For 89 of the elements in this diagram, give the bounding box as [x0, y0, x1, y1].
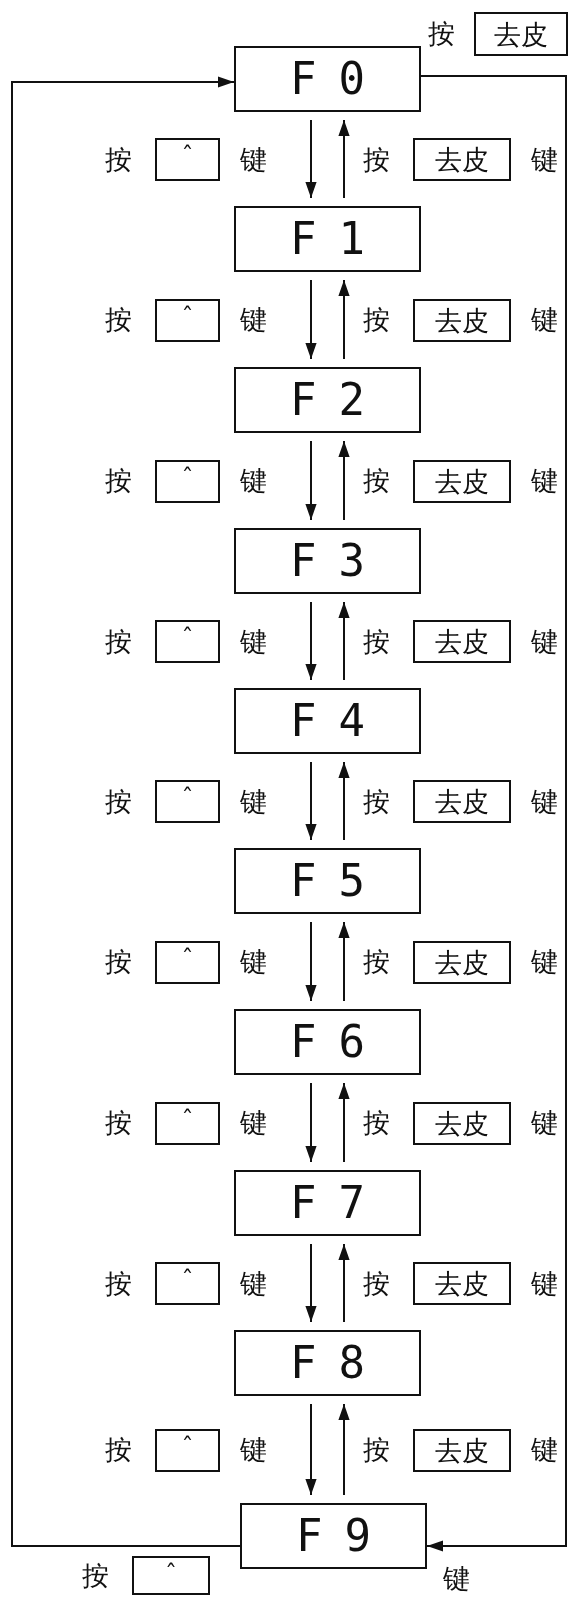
arrow: [305, 119, 317, 199]
key-caption: 键: [531, 467, 558, 494]
arrow: [338, 279, 350, 360]
display-box: F3: [234, 528, 421, 594]
key-box: ˆ: [155, 1101, 220, 1145]
key-caption: 按: [363, 787, 390, 815]
key-box: ˆ: [155, 620, 220, 663]
key-box: ˆ: [155, 459, 220, 503]
key-box: ˆ: [132, 1556, 210, 1595]
key-caption: 按: [363, 948, 390, 975]
arrow: [305, 761, 317, 841]
key-caption: 键: [240, 787, 267, 815]
key-caption: 键: [531, 627, 558, 655]
display-box: F2: [234, 367, 421, 433]
key-caption: 按: [105, 467, 132, 494]
key-caption: 按: [105, 306, 132, 333]
key-caption: 键: [240, 306, 267, 333]
arrow: [305, 1403, 317, 1496]
display-box: F4: [234, 688, 421, 754]
key-caption: 按: [363, 627, 390, 655]
arrow: [420, 75, 567, 1552]
key-caption: 键: [240, 1436, 267, 1463]
key-caption: 键: [240, 145, 267, 173]
arrow: [338, 1082, 350, 1163]
arrow: [338, 601, 350, 681]
key-caption: 按: [105, 1436, 132, 1463]
key-caption: 键: [240, 627, 267, 655]
key-caption: 按: [363, 306, 390, 333]
arrow: [305, 440, 317, 521]
arrow: [338, 1243, 350, 1323]
key-box: 去皮: [474, 12, 568, 56]
key-box: 去皮: [413, 940, 511, 984]
display-box: F5: [234, 848, 421, 914]
key-caption: 键: [531, 306, 558, 333]
key-caption: 键: [531, 948, 558, 975]
display-box: F1: [234, 206, 421, 272]
key-box: 去皮: [413, 138, 511, 181]
key-caption: 按: [363, 1269, 390, 1297]
arrow: [338, 921, 350, 1002]
display-box: F7: [234, 1170, 421, 1236]
key-box: 去皮: [413, 620, 511, 663]
key-caption: 按: [105, 1269, 132, 1297]
key-caption: 键: [531, 787, 558, 815]
key-box: 去皮: [413, 1262, 511, 1305]
arrow: [305, 601, 317, 681]
key-caption: 按: [105, 627, 132, 655]
key-box: ˆ: [155, 780, 220, 823]
key-caption: 按: [105, 948, 132, 975]
key-caption: 键: [531, 1109, 558, 1136]
arrow: [11, 76, 241, 1547]
arrow: [338, 761, 350, 841]
key-box: 去皮: [413, 1428, 511, 1472]
key-caption: 按: [363, 1109, 390, 1136]
key-box: ˆ: [155, 940, 220, 984]
key-caption: 按: [105, 1109, 132, 1136]
arrow: [305, 279, 317, 360]
key-box: ˆ: [155, 1428, 220, 1472]
key-caption: 按: [363, 467, 390, 494]
key-caption: 按: [105, 787, 132, 815]
key-caption: 键: [531, 145, 558, 173]
arrow: [338, 440, 350, 521]
key-caption: 键: [531, 1436, 558, 1463]
key-box: ˆ: [155, 298, 220, 342]
key-box: 去皮: [413, 459, 511, 503]
key-caption: 键: [240, 467, 267, 494]
key-caption: 按: [82, 1561, 109, 1589]
key-caption: 键: [240, 1269, 267, 1297]
display-box: F9: [240, 1503, 427, 1569]
key-caption: 按: [428, 20, 455, 47]
arrow: [338, 1403, 350, 1496]
key-box: 去皮: [413, 298, 511, 342]
key-caption: 键: [240, 1109, 267, 1136]
display-box: F0: [234, 46, 421, 112]
key-caption: 键: [240, 948, 267, 975]
key-caption: 按: [363, 145, 390, 173]
key-caption: 键: [443, 1565, 470, 1592]
key-box: 去皮: [413, 780, 511, 823]
arrow: [305, 921, 317, 1002]
key-caption: 按: [105, 145, 132, 173]
key-box: ˆ: [155, 1262, 220, 1305]
display-box: F8: [234, 1330, 421, 1396]
key-caption: 键: [531, 1269, 558, 1297]
key-box: 去皮: [413, 1101, 511, 1145]
display-box: F6: [234, 1009, 421, 1075]
arrow: [305, 1243, 317, 1323]
arrow: [338, 119, 350, 199]
key-box: ˆ: [155, 138, 220, 181]
key-caption: 按: [363, 1436, 390, 1463]
arrow: [305, 1082, 317, 1163]
